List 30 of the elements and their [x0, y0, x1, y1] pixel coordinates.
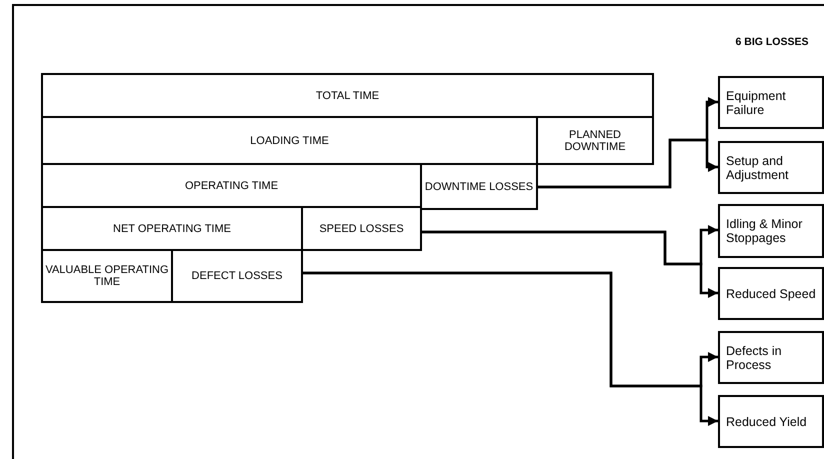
time-box — [420, 163, 538, 210]
time-box — [536, 116, 654, 165]
loss-label: Reduced Speed — [726, 286, 816, 300]
connector-arrow — [422, 230, 718, 298]
loss-label: Idling & Minor Stoppages — [726, 217, 804, 245]
loss-box — [718, 267, 824, 320]
connector-arrow — [303, 272, 718, 426]
loss-label: Setup and Adjustment — [726, 154, 790, 182]
time-label: OPERATING TIME — [184, 180, 278, 192]
loss-box — [718, 395, 824, 448]
loss-box — [718, 331, 824, 384]
time-label: SPEED LOSSES — [319, 222, 404, 234]
time-box — [41, 73, 654, 118]
time-label: TOTAL TIME — [316, 90, 380, 102]
time-box — [41, 249, 173, 303]
loss-label: Reduced Yield — [726, 414, 807, 428]
diagram-title: 6 BIG LOSSES — [734, 36, 810, 48]
loss-label: Equipment Failure — [726, 88, 787, 116]
time-label: DEFECT LOSSES — [192, 270, 282, 282]
time-label: PLANNED DOWNTIME — [563, 128, 627, 152]
loss-box — [718, 204, 824, 258]
time-label: VALUABLE OPERATING TIME — [44, 264, 170, 288]
loss-box — [718, 141, 824, 194]
connector-arrow — [538, 138, 718, 188]
time-label: LOADING TIME — [250, 134, 329, 146]
loss-box — [718, 76, 824, 129]
time-label: NET OPERATING TIME — [113, 222, 231, 234]
loss-label: Defects in Process — [726, 344, 783, 372]
time-box — [171, 249, 303, 303]
time-label: DOWNTIME LOSSES — [424, 180, 534, 192]
